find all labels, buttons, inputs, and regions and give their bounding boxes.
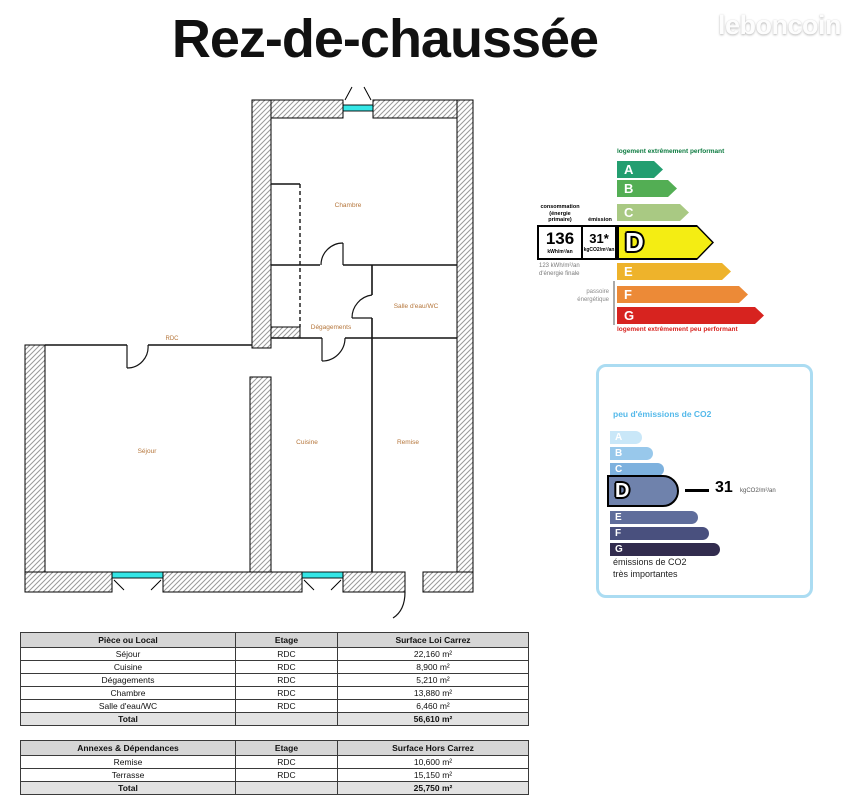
ges-grade-f: F	[610, 527, 709, 540]
room-labels: Chambre Salle d'eau/WC Dégagements RDC S…	[138, 202, 439, 455]
hors-carrez-table: Annexes & Dépendances Etage Surface Hors…	[20, 740, 529, 795]
dpe-consumption-value: 136	[545, 229, 575, 248]
doors	[126, 242, 406, 619]
window-chambre	[342, 104, 374, 112]
col-header-etage: Etage	[235, 740, 338, 756]
ges-grade-a: A	[610, 431, 642, 444]
door-remise	[392, 591, 406, 619]
table-total-row: Total 56,610 m²	[20, 712, 529, 726]
col-header-piece: Pièce ou Local	[20, 632, 236, 648]
ges-grade-d-bar: D	[607, 475, 679, 507]
table-total-row: Total 25,750 m²	[20, 781, 529, 795]
label-cuisine: Cuisine	[296, 439, 318, 446]
table-row: Séjour RDC 22,160 m²	[20, 647, 529, 661]
ges-co2-chart: peu d'émissions de CO2 A B C D 31 kgCO2/…	[596, 364, 813, 598]
ges-bottom-label: émissions de CO2 très importantes	[613, 557, 687, 579]
table-row: Dégagements RDC 5,210 m²	[20, 673, 529, 687]
label-remise: Remise	[397, 439, 419, 446]
table-row: Chambre RDC 13,880 m²	[20, 686, 529, 700]
dpe-grade-e: E	[617, 263, 731, 280]
door-chambre	[320, 242, 344, 266]
door-sejour	[126, 344, 149, 369]
dpe-energy-chart: logement extrêmement performant A B C co…	[537, 148, 829, 344]
dpe-emission-unit: kgCO2/m²/an	[583, 247, 615, 253]
ges-grade-g: G	[610, 543, 720, 556]
dpe-grade-b: B	[617, 180, 677, 197]
door-salle-eau	[351, 294, 373, 319]
ges-rating-letter: D	[615, 480, 630, 502]
dpe-top-label: logement extrêmement performant	[617, 148, 725, 155]
walls	[24, 99, 474, 593]
dpe-consumption-unit: kWh/m²/an	[547, 249, 573, 255]
dpe-bottom-label: logement extrêmement peu performant	[617, 326, 738, 333]
dpe-value-headers: consommation (énergie primaire) émission	[537, 204, 617, 224]
carrez-surface-table: Pièce ou Local Etage Surface Loi Carrez …	[20, 632, 529, 726]
interior-walls	[45, 183, 457, 572]
dpe-consumption-cell: 136 kWh/m²/an	[539, 227, 583, 258]
ges-grade-e: E	[610, 511, 698, 524]
window-sejour	[111, 571, 164, 579]
window-cuisine	[301, 571, 344, 579]
dpe-grade-a: A	[617, 161, 663, 178]
label-rdc: RDC	[166, 336, 180, 342]
col-header-annexes: Annexes & Dépendances	[20, 740, 236, 756]
table-row: Salle d'eau/WC RDC 6,460 m²	[20, 699, 529, 713]
ges-grade-c: C	[610, 463, 664, 476]
total-value: 25,750 m²	[337, 781, 529, 795]
label-sejour: Séjour	[138, 448, 158, 455]
dpe-emission-value: 31*	[589, 231, 609, 246]
dpe-value-box: 136 kWh/m²/an 31* kgCO2/m²/an	[537, 225, 617, 260]
dpe-consumption-header: consommation (énergie primaire)	[540, 204, 580, 224]
window-ticks	[111, 86, 424, 592]
total-value: 56,610 m²	[337, 712, 529, 726]
table-row: Cuisine RDC 8,900 m²	[20, 660, 529, 674]
col-header-etage: Etage	[235, 632, 338, 648]
dpe-rating-letter: D	[625, 227, 644, 257]
total-label: Total	[20, 781, 236, 795]
ges-top-label: peu d'émissions de CO2	[613, 409, 712, 419]
dpe-grade-d-arrow: D	[617, 225, 714, 260]
dpe-grade-c: C	[617, 204, 689, 221]
dpe-final-energy: 123 kWh/m²/an d'énergie finale	[539, 263, 580, 277]
dpe-passoire-bracket	[613, 281, 615, 325]
label-chambre: Chambre	[335, 202, 362, 209]
leboncoin-logo: leboncoin	[718, 10, 842, 40]
col-header-surface: Surface Loi Carrez	[337, 632, 529, 648]
page-title: Rez-de-chaussée	[171, 9, 599, 69]
label-salle-eau: Salle d'eau/WC	[394, 303, 439, 310]
door-degagements	[321, 337, 346, 362]
dpe-grade-f: F	[617, 286, 748, 303]
windows	[111, 104, 374, 579]
label-degagements: Dégagements	[311, 324, 352, 331]
dpe-emission-cell: 31* kgCO2/m²/an	[583, 227, 615, 258]
ges-grade-b: B	[610, 447, 653, 460]
table-header-row: Annexes & Dépendances Etage Surface Hors…	[20, 740, 529, 756]
table-header-row: Pièce ou Local Etage Surface Loi Carrez	[20, 632, 529, 648]
col-header-surface: Surface Hors Carrez	[337, 740, 529, 756]
dpe-passoire-label: passoire énergétique	[577, 289, 609, 303]
ges-unit: kgCO2/m²/an	[740, 488, 776, 494]
ges-pointer-line	[685, 489, 709, 492]
total-label: Total	[20, 712, 236, 726]
ges-value: 31	[715, 479, 733, 496]
table-row: Remise RDC 10,600 m²	[20, 755, 529, 769]
table-row: Terrasse RDC 15,150 m²	[20, 768, 529, 782]
dpe-grade-g: G	[617, 307, 764, 324]
floor-plan: Chambre Salle d'eau/WC Dégagements RDC S…	[24, 86, 474, 619]
dpe-emission-header: émission	[588, 217, 612, 223]
